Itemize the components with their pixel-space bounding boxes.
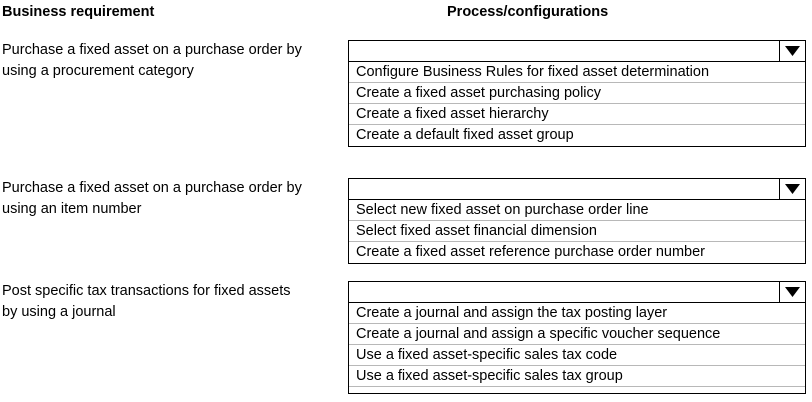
dropdown-options-list: Create a journal and assign the tax post… (349, 303, 805, 393)
dropdown-option[interactable]: Select fixed asset financial dimension (349, 221, 805, 242)
answer-dropdown[interactable]: Select new fixed asset on purchase order… (348, 178, 806, 264)
requirement-text-line: using an item number (2, 201, 142, 217)
dropdown-option[interactable]: Create a fixed asset reference purchase … (356, 244, 705, 260)
dropdown-list-padding (349, 387, 805, 393)
dropdown-options-list: Select new fixed asset on purchase order… (349, 200, 805, 263)
requirement-text: Purchase a fixed asset on a purchase ord… (2, 178, 342, 220)
requirement-text-line: Post specific tax transactions for fixed… (2, 283, 291, 299)
chevron-down-icon[interactable] (779, 41, 805, 61)
column-header-process-configurations: Process/configurations (447, 4, 609, 20)
dropdown-option[interactable]: Create a journal and assign the tax post… (349, 303, 805, 324)
requirement-text: Post specific tax transactions for fixed… (2, 281, 342, 323)
dropdown-closed-field[interactable] (349, 282, 805, 303)
dropdown-option[interactable]: Create a fixed asset purchasing policy (349, 83, 805, 104)
chevron-down-icon[interactable] (779, 282, 805, 302)
requirement-text: Purchase a fixed asset on a purchase ord… (2, 40, 342, 82)
dropdown-option[interactable]: Use a fixed asset-specific sales tax cod… (349, 345, 805, 366)
dropdown-option[interactable]: Create a journal and assign a specific v… (349, 324, 805, 345)
dropdown-option[interactable]: Use a fixed asset-specific sales tax gro… (349, 366, 805, 387)
answer-dropdown[interactable]: Create a journal and assign the tax post… (348, 281, 806, 394)
requirement-text-line: using a procurement category (2, 63, 194, 79)
requirement-text-line: by using a journal (2, 304, 116, 320)
answer-dropdown[interactable]: Configure Business Rules for fixed asset… (348, 40, 806, 147)
dropdown-option[interactable]: Configure Business Rules for fixed asset… (349, 62, 805, 83)
dropdown-closed-field[interactable] (349, 41, 805, 62)
requirement-text-line: Purchase a fixed asset on a purchase ord… (2, 42, 302, 58)
column-header-business-requirement: Business requirement (2, 4, 155, 20)
requirement-text-line: Purchase a fixed asset on a purchase ord… (2, 180, 302, 196)
dropdown-options-list: Configure Business Rules for fixed asset… (349, 62, 805, 146)
dropdown-option[interactable]: Select new fixed asset on purchase order… (349, 200, 805, 221)
dropdown-closed-field[interactable] (349, 179, 805, 200)
dropdown-option[interactable]: Create a default fixed asset group (356, 127, 574, 143)
dropdown-option[interactable]: Create a fixed asset hierarchy (349, 104, 805, 125)
chevron-down-icon[interactable] (779, 179, 805, 199)
